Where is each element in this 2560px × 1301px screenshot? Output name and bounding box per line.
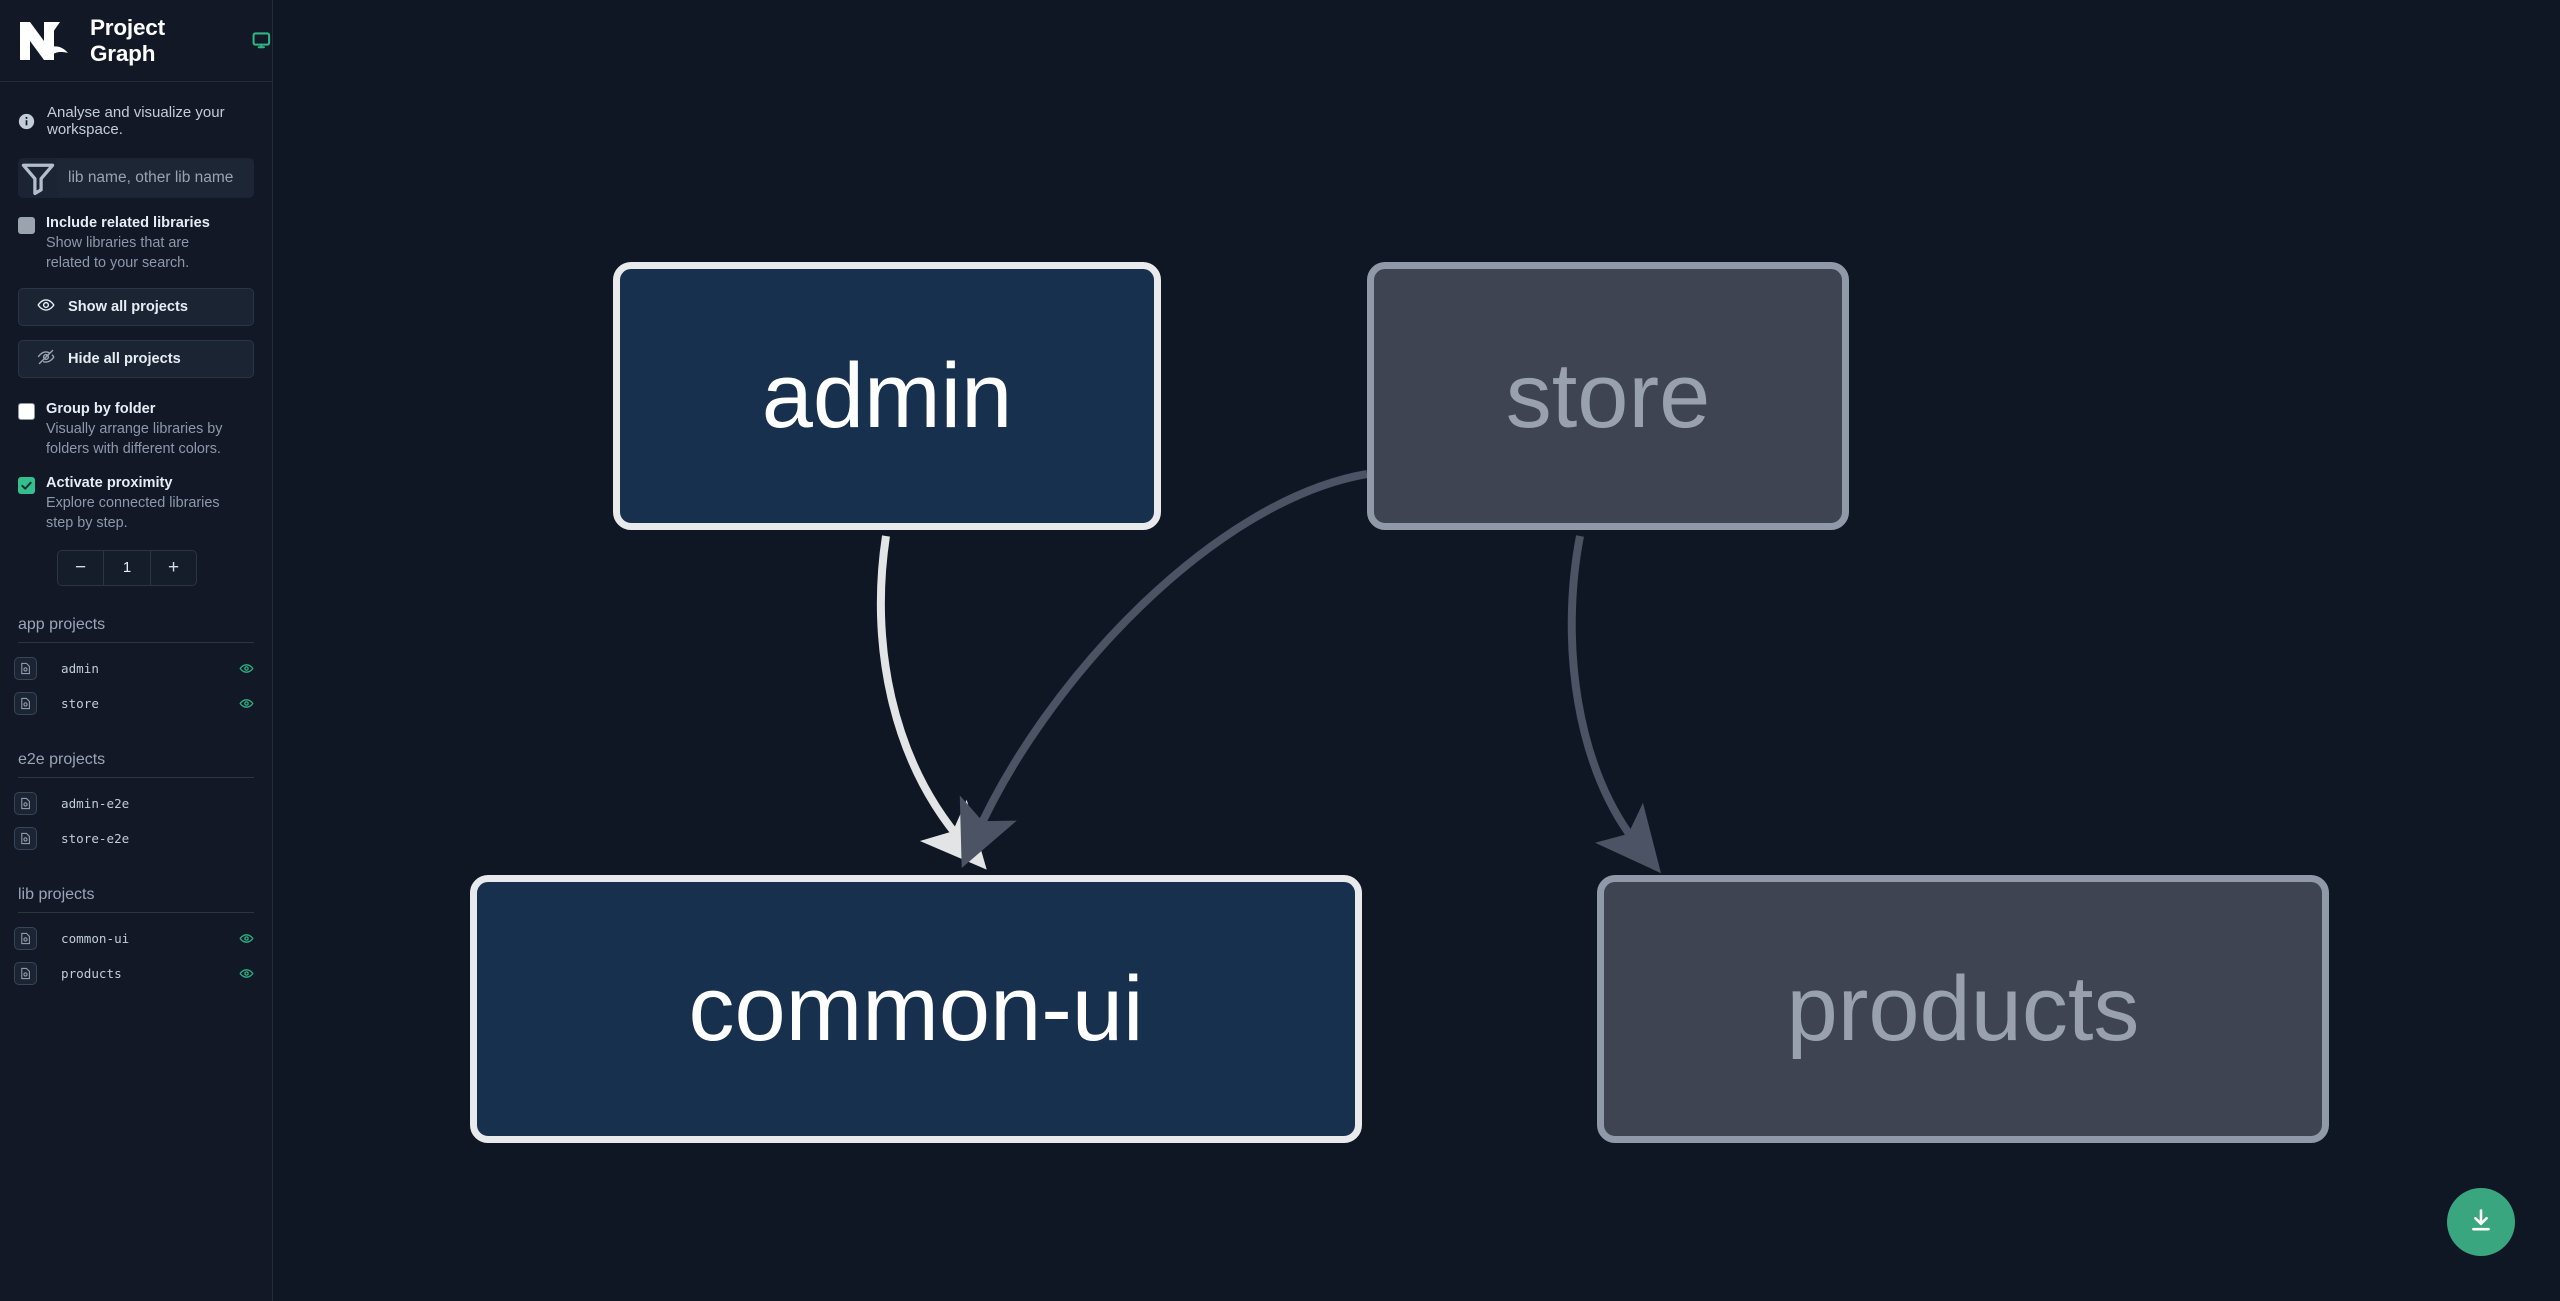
graph-node-label: store <box>1505 345 1711 447</box>
project-name: common-ui <box>61 930 130 946</box>
project-file-icon <box>14 656 37 680</box>
project-file-icon <box>14 826 37 850</box>
download-icon <box>2467 1207 2495 1238</box>
option-label: Activate proximity <box>46 474 173 491</box>
graph-node-label: admin <box>761 345 1013 447</box>
project-file-icon <box>14 926 37 950</box>
project-list-item[interactable]: store-e2e <box>0 821 272 856</box>
group-title-lib-projects: lib projects <box>18 886 254 913</box>
show-all-projects-button[interactable]: Show all projects <box>18 287 254 326</box>
graph-node-products[interactable]: products <box>1597 875 2329 1143</box>
monitor-icon[interactable] <box>251 30 272 52</box>
proximity-stepper: − 1 + <box>0 549 254 586</box>
project-list-item[interactable]: admin <box>0 651 272 686</box>
project-name: store <box>61 695 99 711</box>
option-description: Visually arrange libraries by folders wi… <box>46 421 223 458</box>
search-bar[interactable] <box>18 158 254 198</box>
graph-node-admin[interactable]: admin <box>613 262 1161 530</box>
option-include-related-libraries[interactable]: Include related libraries Show libraries… <box>0 198 272 274</box>
project-file-icon <box>14 691 37 715</box>
graph-canvas[interactable]: admin store common-ui products <box>285 0 2560 1301</box>
include-related-libraries-checkbox[interactable] <box>18 217 35 234</box>
edge-store-to-products <box>1567 535 1661 874</box>
edge-admin-to-common-ui <box>876 535 987 870</box>
download-button[interactable] <box>2447 1188 2515 1256</box>
project-list-item[interactable]: store <box>0 686 272 721</box>
sidebar-scrollbar[interactable] <box>272 0 273 1301</box>
option-description: Explore connected libraries step by step… <box>46 495 220 532</box>
project-list-item[interactable]: products <box>0 956 272 991</box>
edge-store-to-common-ui <box>959 470 1368 868</box>
project-list-item[interactable]: admin-e2e <box>0 786 272 821</box>
group-title-e2e-projects: e2e projects <box>18 751 254 778</box>
nx-logo <box>18 18 72 64</box>
show-all-projects-label: Show all projects <box>68 298 189 315</box>
project-name: admin-e2e <box>61 795 130 811</box>
search-input[interactable] <box>58 159 254 197</box>
option-label: Include related libraries <box>46 215 210 231</box>
project-list-item[interactable]: common-ui <box>0 921 272 956</box>
activate-proximity-checkbox[interactable] <box>18 476 35 494</box>
page-title: Project Graph <box>90 14 165 66</box>
tagline: Analyse and visualize your workspace. <box>0 82 272 154</box>
project-name: store-e2e <box>61 830 130 846</box>
project-file-icon <box>14 961 37 985</box>
graph-node-store[interactable]: store <box>1367 262 1849 530</box>
project-visibility-eye-icon[interactable] <box>239 931 254 946</box>
graph-node-label: common-ui <box>688 958 1144 1060</box>
proximity-increment-button[interactable]: + <box>151 550 196 585</box>
hide-all-projects-label: Hide all projects <box>68 350 181 367</box>
tagline-text: Analyse and visualize your workspace. <box>47 104 225 138</box>
project-visibility-eye-icon[interactable] <box>239 966 254 981</box>
project-visibility-eye-icon[interactable] <box>239 696 254 711</box>
option-label: Group by folder <box>46 400 156 417</box>
option-activate-proximity[interactable]: Activate proximity Explore connected lib… <box>0 460 272 534</box>
graph-edges <box>876 470 1661 874</box>
filter-funnel-icon <box>18 158 58 198</box>
hide-all-projects-button[interactable]: Hide all projects <box>18 339 254 378</box>
group-title-app-projects: app projects <box>18 616 254 643</box>
graph-node-label: products <box>1786 958 2140 1060</box>
group-by-folder-checkbox[interactable] <box>18 402 35 420</box>
sidebar: Project Graph Analyse and visualize your… <box>0 0 273 1301</box>
project-file-icon <box>14 791 37 815</box>
project-name: admin <box>61 660 99 676</box>
option-description: Show libraries that are related to your … <box>46 235 190 272</box>
sidebar-header: Project Graph <box>0 0 272 82</box>
eye-icon <box>37 296 55 318</box>
info-icon <box>18 113 35 130</box>
proximity-value: 1 <box>103 550 151 585</box>
project-name: products <box>61 965 122 981</box>
graph-node-common-ui[interactable]: common-ui <box>470 875 1362 1143</box>
eye-off-icon <box>37 348 55 370</box>
proximity-decrement-button[interactable]: − <box>58 550 103 585</box>
option-group-by-folder[interactable]: Group by folder Visually arrange librari… <box>0 378 272 460</box>
project-visibility-eye-icon[interactable] <box>239 661 254 676</box>
